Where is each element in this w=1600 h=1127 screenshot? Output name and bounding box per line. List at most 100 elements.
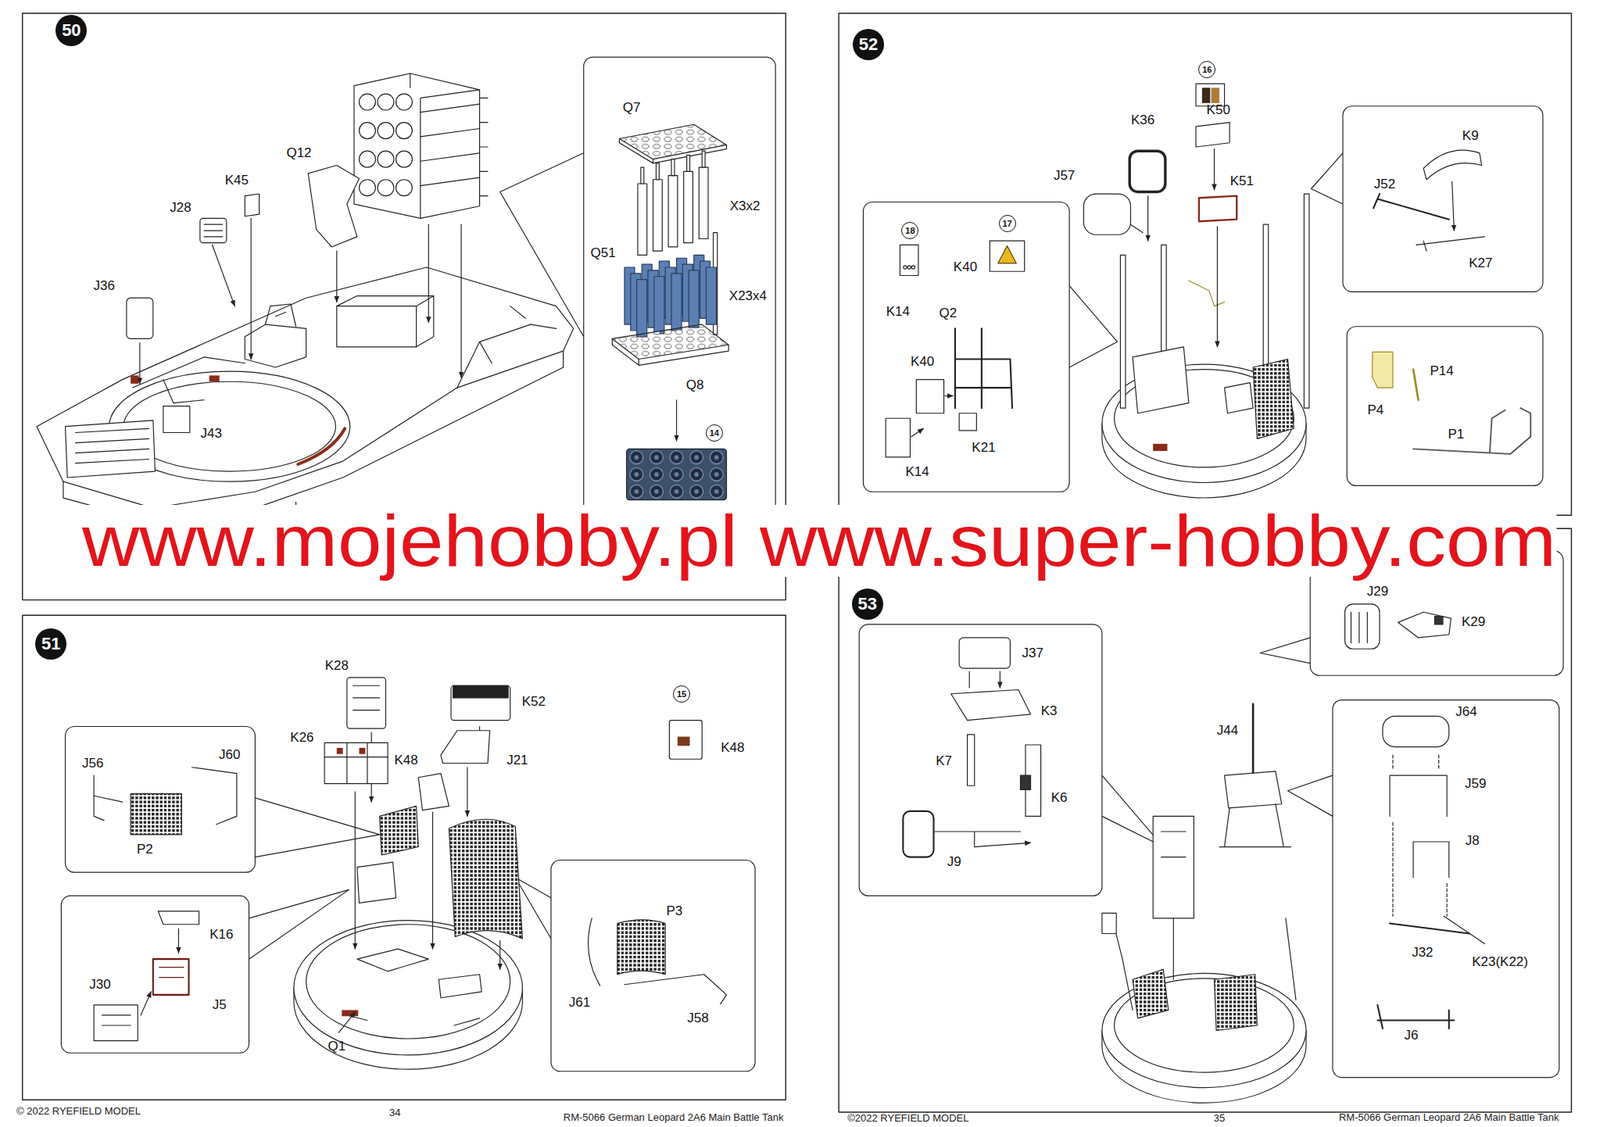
part-number: Q1 bbox=[326, 1039, 347, 1056]
detail-inset bbox=[862, 201, 1070, 492]
part-number: K51 bbox=[1229, 174, 1255, 190]
inset-pointer bbox=[1288, 775, 1333, 817]
part-number: Q51 bbox=[589, 245, 616, 262]
ammo-rack bbox=[396, 93, 413, 111]
small-part bbox=[669, 720, 702, 760]
step-number: 53 bbox=[851, 588, 884, 620]
detail-inset bbox=[583, 57, 776, 572]
inset-part bbox=[617, 919, 666, 975]
turret-basket bbox=[357, 862, 397, 903]
inset-part bbox=[1423, 150, 1482, 180]
inset-part bbox=[1372, 351, 1393, 388]
page-footer: 35 bbox=[1213, 1112, 1225, 1124]
hull-drawing bbox=[336, 296, 434, 348]
inset-part bbox=[1345, 604, 1380, 649]
ammunition-detail bbox=[687, 154, 691, 172]
inset-part bbox=[1413, 408, 1531, 455]
ammunition-detail bbox=[676, 400, 677, 441]
inset-part bbox=[1443, 916, 1485, 944]
inset-pointer bbox=[1259, 637, 1311, 664]
detail-inset bbox=[1342, 106, 1543, 293]
inset-part bbox=[885, 150, 1531, 458]
paint-callout: 18 bbox=[901, 221, 919, 240]
hull-drawing bbox=[264, 304, 296, 327]
small-part bbox=[163, 406, 190, 434]
assembly-arrow bbox=[1213, 149, 1215, 190]
detail-inset bbox=[65, 726, 256, 874]
inset-part bbox=[153, 959, 190, 996]
inset-part bbox=[998, 246, 1017, 264]
step-number: 51 bbox=[35, 628, 67, 660]
part-number: K27 bbox=[1467, 255, 1493, 272]
part-number: P14 bbox=[1429, 363, 1455, 380]
inset-part bbox=[157, 911, 199, 925]
inset-part bbox=[911, 265, 915, 269]
ammunition-detail bbox=[688, 270, 699, 328]
assembly-arrow bbox=[432, 812, 434, 949]
small-part bbox=[1083, 83, 1237, 235]
paint-callout: 16 bbox=[1198, 60, 1216, 79]
ammunition-detail bbox=[671, 159, 675, 176]
part-number: J57 bbox=[1052, 168, 1076, 184]
hull-drawing bbox=[209, 375, 220, 382]
ammunition-detail bbox=[655, 163, 659, 180]
small-part bbox=[1211, 87, 1220, 104]
turret-basket bbox=[1224, 771, 1282, 809]
part-number: J64 bbox=[1454, 704, 1478, 720]
inset-part bbox=[989, 240, 1024, 272]
page-footer: ©2022 RYEFIELD MODEL bbox=[847, 1112, 969, 1124]
turret-basket bbox=[1219, 804, 1291, 848]
ammo-rack bbox=[359, 150, 376, 168]
assembly-arrow bbox=[1147, 196, 1149, 241]
hull-drawing bbox=[244, 324, 306, 368]
inset-part bbox=[1413, 841, 1450, 878]
part-number: J60 bbox=[218, 747, 241, 763]
part-number: K3 bbox=[1040, 703, 1059, 720]
turret-basket bbox=[1102, 193, 1310, 498]
part-number: K40 bbox=[952, 259, 978, 276]
detail-inset bbox=[551, 860, 756, 1072]
part-number: K14 bbox=[885, 304, 911, 321]
ammunition-detail bbox=[637, 183, 648, 255]
ammunition-detail bbox=[640, 167, 645, 184]
turret-basket bbox=[341, 1009, 358, 1017]
part-number: Q8 bbox=[685, 378, 706, 394]
ammo-rack bbox=[359, 93, 376, 111]
ammo-rack bbox=[377, 150, 394, 168]
inset-part bbox=[1435, 616, 1443, 625]
part-number: P2 bbox=[136, 842, 154, 859]
assembly-arrow bbox=[336, 250, 337, 302]
turret-basket bbox=[1252, 359, 1294, 440]
hull-drawing bbox=[75, 428, 150, 463]
small-part bbox=[1199, 196, 1237, 222]
ammunition-detail bbox=[653, 179, 663, 251]
part-number: J44 bbox=[1216, 723, 1239, 739]
detail-inset bbox=[1332, 700, 1560, 1078]
step-number: 50 bbox=[55, 14, 87, 47]
ammo-rack bbox=[396, 179, 413, 197]
part-number: J59 bbox=[1463, 776, 1487, 792]
assembly-arrow bbox=[139, 218, 462, 383]
small-part bbox=[126, 297, 154, 339]
step-number-text: 51 bbox=[41, 633, 61, 655]
small-part bbox=[359, 748, 366, 755]
inset-part bbox=[902, 811, 934, 858]
part-number: J6 bbox=[1403, 1027, 1420, 1044]
step-number: 52 bbox=[852, 28, 885, 61]
inset-part bbox=[969, 671, 1000, 688]
inset-part bbox=[885, 418, 910, 458]
turret-basket bbox=[347, 948, 482, 1026]
ammo-rack bbox=[377, 179, 394, 197]
turret-basket bbox=[1120, 254, 1126, 409]
inset-part bbox=[93, 775, 123, 820]
turret-basket bbox=[1132, 969, 1169, 1019]
ammunition-detail bbox=[654, 276, 665, 334]
ammunition-detail bbox=[637, 150, 718, 335]
part-number: X3x2 bbox=[729, 198, 762, 215]
part-number: K23(K22) bbox=[1471, 954, 1529, 971]
part-number: K21 bbox=[970, 440, 996, 456]
inset-part bbox=[1389, 775, 1447, 817]
paint-callout: 14 bbox=[705, 424, 724, 442]
turret-basket bbox=[1161, 831, 1186, 980]
inset-part bbox=[967, 734, 975, 786]
